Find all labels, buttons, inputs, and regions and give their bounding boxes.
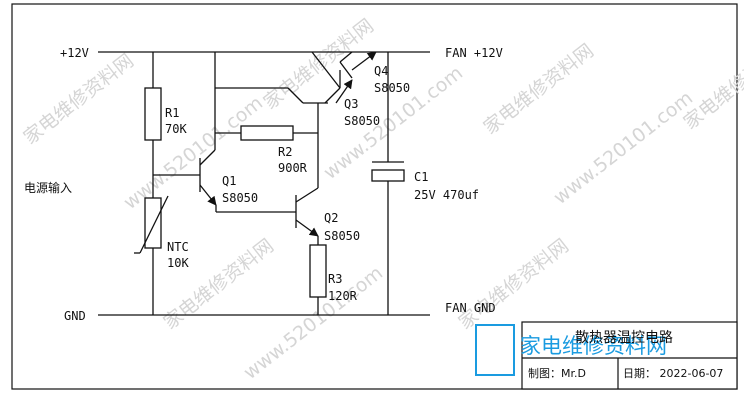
- watermark-url: www.520101.com: [550, 87, 698, 209]
- transistor-q2: [295, 187, 319, 237]
- q3-base-slant: [287, 87, 304, 104]
- title-block: 家电维修资料网 散热器温控电路 制图：Mr.D 日期： 2022-06-07: [475, 321, 738, 390]
- site-logo-text: 家电维修资料网: [520, 334, 667, 358]
- gnd-label: GND: [64, 309, 86, 323]
- transistor-q3: [303, 79, 353, 133]
- q1-name: Q1: [222, 174, 236, 188]
- ntc-value: 10K: [167, 256, 189, 270]
- q2-value: S8050: [324, 229, 360, 243]
- ntc-slash: [139, 195, 169, 254]
- fan-gnd-label: FAN GND: [445, 301, 496, 315]
- input-label: 电源输入: [24, 180, 72, 195]
- watermark-cn: 家电维修资料网: [20, 50, 138, 149]
- drawing-frame: [11, 3, 738, 390]
- r3-name: R3: [328, 272, 342, 286]
- drawing-date: 日期： 2022-06-07: [623, 367, 723, 380]
- q4-value: S8050: [374, 81, 410, 95]
- q1-value: S8050: [222, 191, 258, 205]
- watermark-cn: 家电维修资料网: [680, 35, 744, 134]
- q3-value: S8050: [344, 114, 380, 128]
- site-logo-icon: [475, 324, 515, 376]
- r2-value: 900R: [278, 161, 308, 175]
- resistor-r3: [309, 244, 327, 298]
- fan-positive-label: FAN +12V: [445, 46, 503, 60]
- r1-value: 70K: [165, 122, 187, 136]
- drawn-by: 制图：Mr.D: [528, 367, 586, 380]
- transistor-q4: [311, 51, 377, 89]
- r2-name: R2: [278, 145, 292, 159]
- r3-value: 120R: [328, 289, 358, 303]
- q4-name: Q4: [374, 64, 388, 78]
- resistor-r1: [144, 87, 162, 141]
- watermark-cn: 家电维修资料网: [455, 235, 573, 334]
- vcc-label: +12V: [60, 46, 89, 60]
- ntc-name: NTC: [167, 240, 189, 254]
- transistor-q1: [199, 149, 217, 206]
- r1-name: R1: [165, 106, 179, 120]
- resistor-r2: [240, 125, 294, 141]
- c1-value: 25V 470uf: [414, 188, 479, 202]
- q3-name: Q3: [344, 97, 358, 111]
- c1-name: C1: [414, 170, 428, 184]
- capacitor-c1: [371, 169, 405, 182]
- drawing-title: 散热器温控电路: [575, 330, 673, 346]
- thermistor-ntc: [144, 197, 162, 249]
- q2-name: Q2: [324, 211, 338, 225]
